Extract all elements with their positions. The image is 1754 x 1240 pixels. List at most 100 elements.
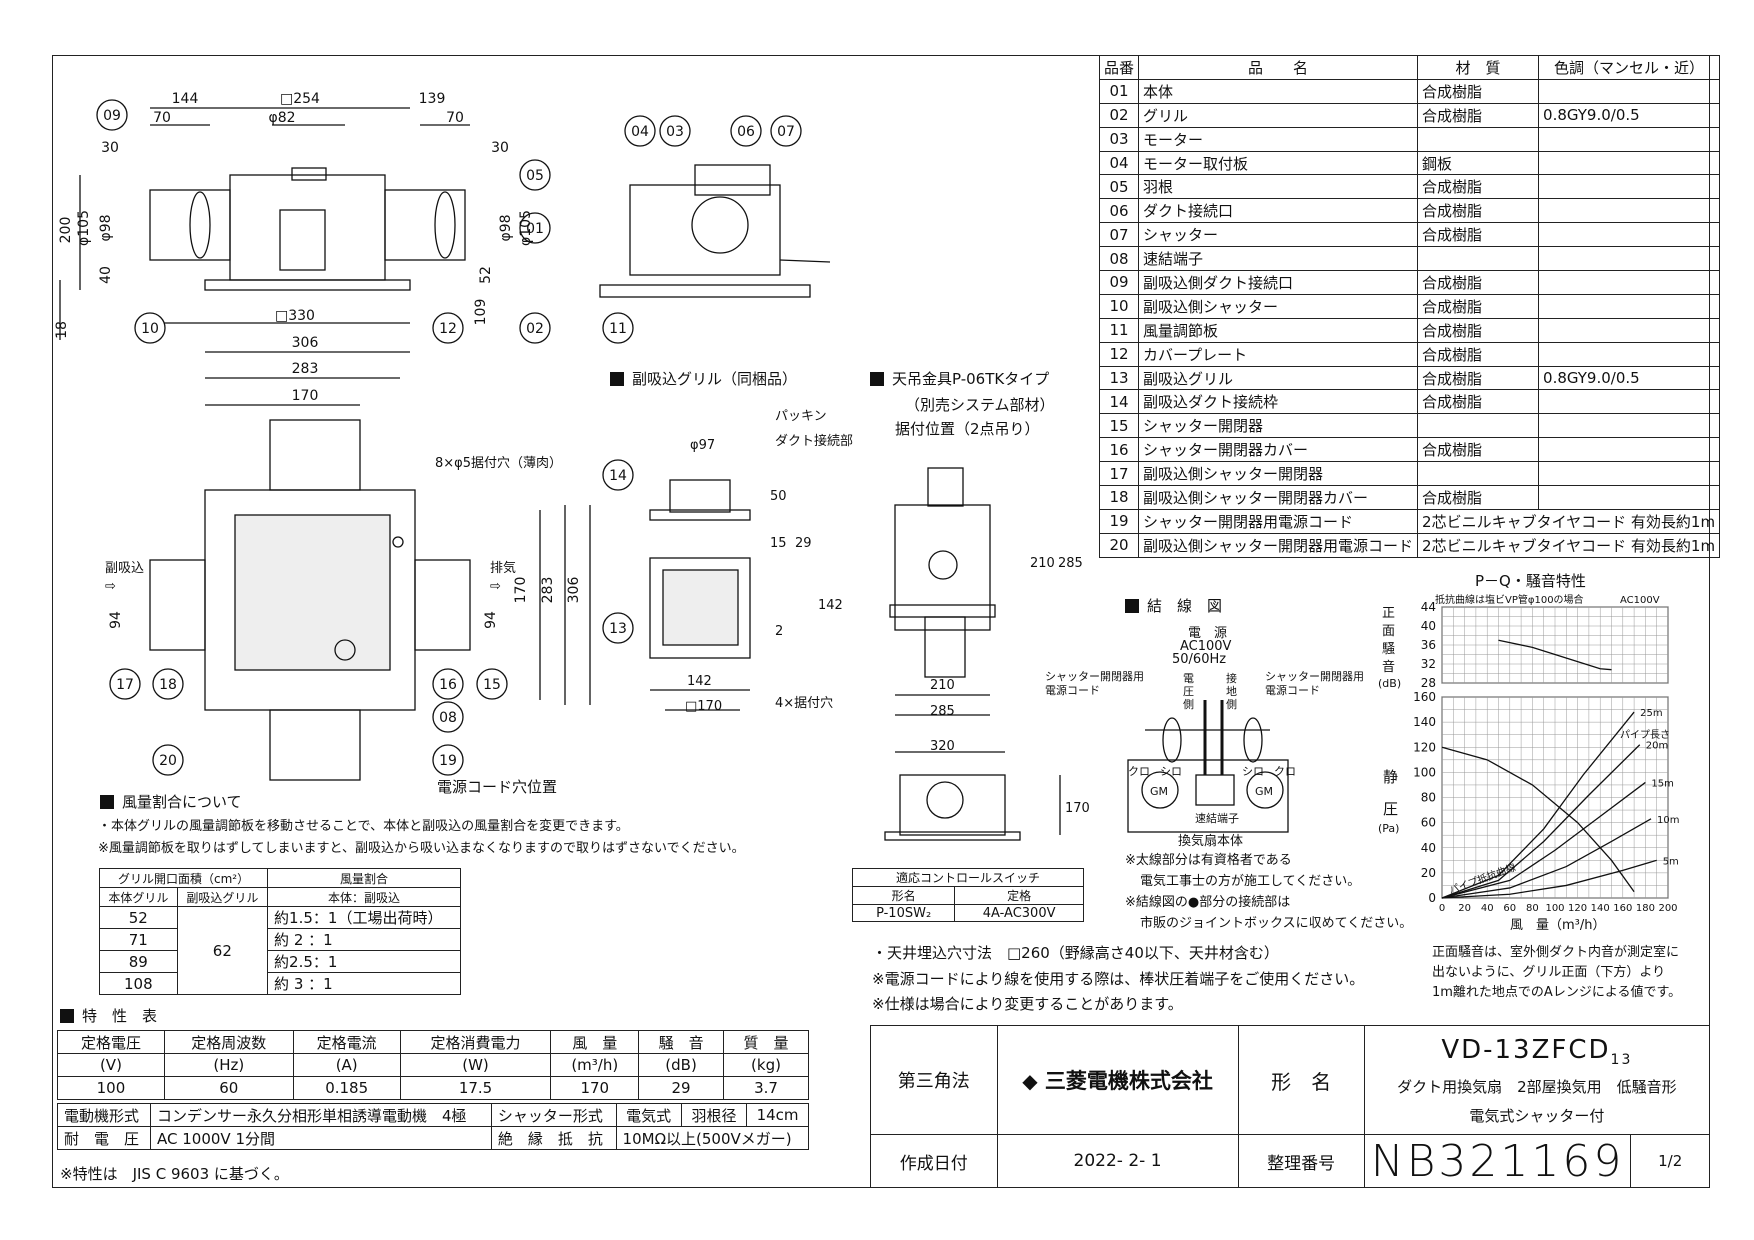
wiring-color-4: クロ	[1274, 765, 1296, 778]
title-company: ◆ 三菱電機株式会社	[996, 1024, 1239, 1136]
wiring-ground-side: 接地側	[1226, 672, 1237, 711]
dim-top: 40	[98, 266, 114, 284]
callout-19: 19	[432, 744, 464, 776]
specs-v-mass: 3.7	[723, 1076, 809, 1100]
part-material: 合成樹脂	[1417, 198, 1540, 224]
part-name: シャッター	[1138, 222, 1419, 248]
pipe-length-label: 10m	[1657, 815, 1679, 826]
part-number: 02	[1098, 102, 1140, 128]
hanger-position: 据付位置（2点吊り）	[895, 420, 1040, 438]
arrow-right-icon: ⇨	[105, 579, 116, 594]
part-name: モーター	[1138, 126, 1419, 152]
part-name: ダクト接続口	[1138, 198, 1419, 224]
part-color	[1538, 341, 1721, 367]
pressure-series-line	[1441, 744, 1641, 899]
part-color	[1538, 389, 1721, 415]
dim-top: 139	[419, 91, 446, 107]
mount-holes-label: 8×φ5据付穴（薄肉）	[435, 456, 563, 471]
title-model: VD-13ZFCD	[1441, 1034, 1611, 1065]
wiring-color-1: クロ	[1128, 765, 1150, 778]
part-name: カバープレート	[1138, 341, 1419, 367]
control-switch-rating: 4A-AC300V	[954, 904, 1084, 922]
sub-grille-title: 副吸込グリル（同梱品）	[610, 370, 797, 388]
specs-h-voltage: 定格電圧	[57, 1030, 165, 1054]
flow-out-label: 排気⇨	[490, 561, 517, 594]
square-bullet-icon	[60, 1009, 74, 1023]
wiring-note-4: 市販のジョイントボックスに収めてください。	[1140, 916, 1413, 931]
dim-plan: 94	[483, 611, 499, 629]
part-number: 20	[1098, 532, 1140, 558]
x-tick-label: 180	[1636, 903, 1655, 914]
specs-withstand-value: AC 1000V 1分間	[150, 1126, 492, 1150]
part-material: 2芯ビニルキャブタイヤコード 有効長約1m	[1417, 508, 1721, 534]
sub-grille-dim-2: 2	[775, 624, 784, 639]
callout-13: 13	[602, 612, 634, 644]
callout-15: 15	[476, 668, 508, 700]
flow-in-label: 副吸込⇨	[105, 561, 145, 594]
dim-plan: 170	[513, 577, 529, 604]
airflow-ratio-3: 約 3 ：1	[267, 972, 461, 995]
part-name: 速結端子	[1138, 246, 1419, 272]
title-page: 1/2	[1630, 1134, 1710, 1188]
sub-grille-mount-holes: 4×据付穴	[775, 696, 834, 711]
dim-plan: 94	[108, 611, 124, 629]
dim-top: □330	[275, 308, 315, 324]
specs-h-mass: 質 量	[723, 1030, 809, 1054]
airflow-col-ratio-sub: 本体：副吸込	[267, 887, 461, 907]
arrow-right-icon: ⇨	[490, 579, 501, 594]
specs-h-current: 定格電流	[292, 1030, 401, 1054]
callout-label: 01	[526, 221, 544, 237]
callout-label: 05	[526, 168, 544, 184]
dim-top: 200	[58, 217, 74, 244]
x-tick-label: 80	[1526, 903, 1539, 914]
part-number: 07	[1098, 222, 1140, 248]
callout-label: 14	[609, 468, 627, 484]
callout-11: 11	[602, 312, 634, 344]
wiring-right-cord-1: シャッター開閉器用	[1265, 670, 1364, 683]
pipe-length-label: 20m	[1646, 741, 1668, 752]
airflow-ratio-2: 約2.5：1	[267, 950, 461, 973]
unit-body-side	[629, 184, 781, 276]
specs-header-row: 定格電圧 定格周波数 定格電流 定格消費電力 風 量 騒 音 質 量	[57, 1030, 809, 1054]
dim-plan: 306	[566, 577, 582, 604]
part-number: 10	[1098, 293, 1140, 319]
drawing-sheet	[52, 55, 1710, 1188]
pipe-length-label: 25m	[1640, 708, 1662, 719]
specs-u-mass: (kg)	[723, 1053, 809, 1077]
part-color	[1538, 78, 1721, 104]
wiring-right-cord-2: 電源コード	[1265, 684, 1320, 697]
wiring-note-2: 電気工事士の方が施工してください。	[1140, 874, 1361, 889]
specs-title: 特 性 表	[60, 1007, 157, 1025]
airflow-main-1: 71	[99, 928, 178, 951]
wiring-motor-left: GM	[1150, 785, 1169, 798]
square-bullet-icon	[100, 795, 114, 809]
callout-label: 11	[609, 321, 627, 337]
part-material	[1417, 413, 1540, 439]
pressure-y-tick: 100	[1413, 765, 1436, 779]
wiring-pressure-side: 電圧側	[1183, 672, 1194, 711]
specs-v-freq: 60	[163, 1076, 294, 1100]
dim-plan: 283	[540, 577, 556, 604]
specs-blade-label: 羽根径	[680, 1103, 748, 1127]
callout-02: 02	[519, 312, 551, 344]
specs-u-airflow: (m³/h)	[550, 1053, 640, 1077]
callout-16: 16	[432, 668, 464, 700]
callout-label: 12	[439, 321, 457, 337]
sub-grille-dim-142v: 142	[818, 598, 843, 613]
part-number: 04	[1098, 150, 1140, 176]
sub-grille-label-duct: ダクト接続部	[775, 434, 854, 449]
wiring-left-cord-1: シャッター開閉器用	[1045, 670, 1144, 683]
callout-09: 09	[96, 99, 128, 131]
callout-06: 06	[730, 115, 762, 147]
control-switch-col-rating: 定格	[954, 886, 1084, 905]
part-number: 05	[1098, 174, 1140, 200]
mitsubishi-logo-icon: ◆	[1022, 1069, 1038, 1094]
title-desc-2: 電気式シャッター付	[1469, 1106, 1605, 1125]
dim-top: φ98	[498, 214, 514, 241]
airflow-col-sub: 副吸込グリル	[176, 887, 269, 907]
airflow-title: 風量割合について	[100, 793, 242, 811]
